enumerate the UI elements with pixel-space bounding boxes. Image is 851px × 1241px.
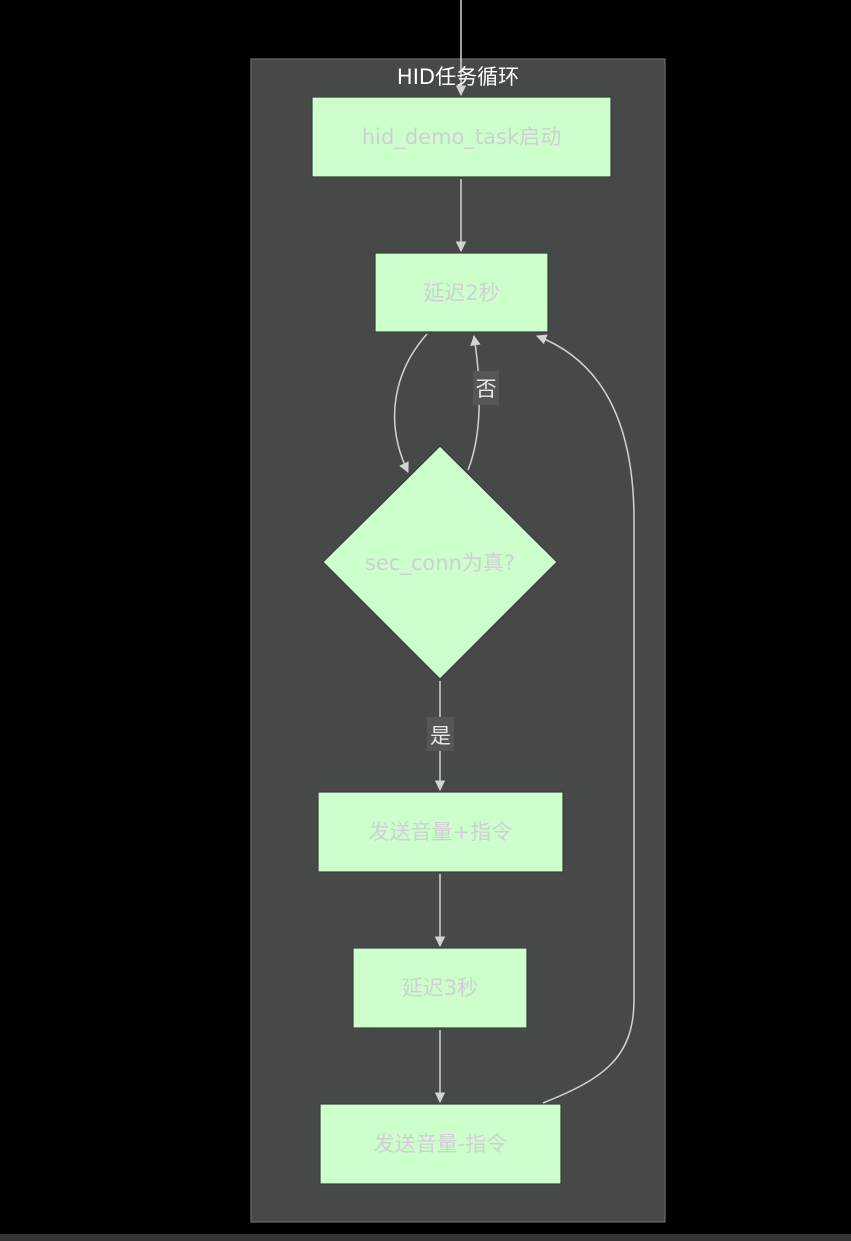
cluster-title: HID任务循环 <box>397 65 519 89</box>
edge-label-yes-bg <box>427 717 454 751</box>
edge-label-yes: 是 <box>427 717 454 751</box>
node-send-volume-up-box <box>317 791 564 873</box>
edge-label-no: 否 <box>473 371 499 405</box>
node-send-volume-down[interactable]: 发送音量-指令 <box>319 1103 562 1185</box>
edge-label-no-bg <box>473 371 499 405</box>
node-start-label: hid_demo_task启动 <box>362 125 561 150</box>
node-delay-3s-box <box>352 947 528 1029</box>
node-delay-2s[interactable]: 延迟2秒 <box>374 252 549 333</box>
bottom-scroll-bar <box>0 1234 851 1241</box>
node-send-volume-up-label: 发送音量+指令 <box>369 820 513 844</box>
node-sec-conn-check-label: sec_conn为真? <box>365 551 515 576</box>
edge-label-no-text: 否 <box>476 377 497 401</box>
node-delay-2s-box <box>374 252 549 333</box>
edge-voldown-to-delay2-loop <box>536 334 635 1104</box>
node-start[interactable]: hid_demo_task启动 <box>311 96 612 178</box>
node-start-box <box>311 96 612 178</box>
node-delay-3s-label: 延迟3秒 <box>402 976 478 1000</box>
node-delay-2s-label: 延迟2秒 <box>423 281 499 305</box>
edge-delay2-to-check <box>393 333 428 473</box>
node-sec-conn-check[interactable]: sec_conn为真? <box>322 445 558 680</box>
node-send-volume-down-box <box>319 1103 562 1185</box>
node-send-volume-up[interactable]: 发送音量+指令 <box>317 791 564 873</box>
node-sec-conn-check-diamond <box>322 445 558 680</box>
edge-label-yes-text: 是 <box>430 724 451 748</box>
node-delay-3s[interactable]: 延迟3秒 <box>352 947 528 1029</box>
node-send-volume-down-label: 发送音量-指令 <box>374 1132 508 1156</box>
